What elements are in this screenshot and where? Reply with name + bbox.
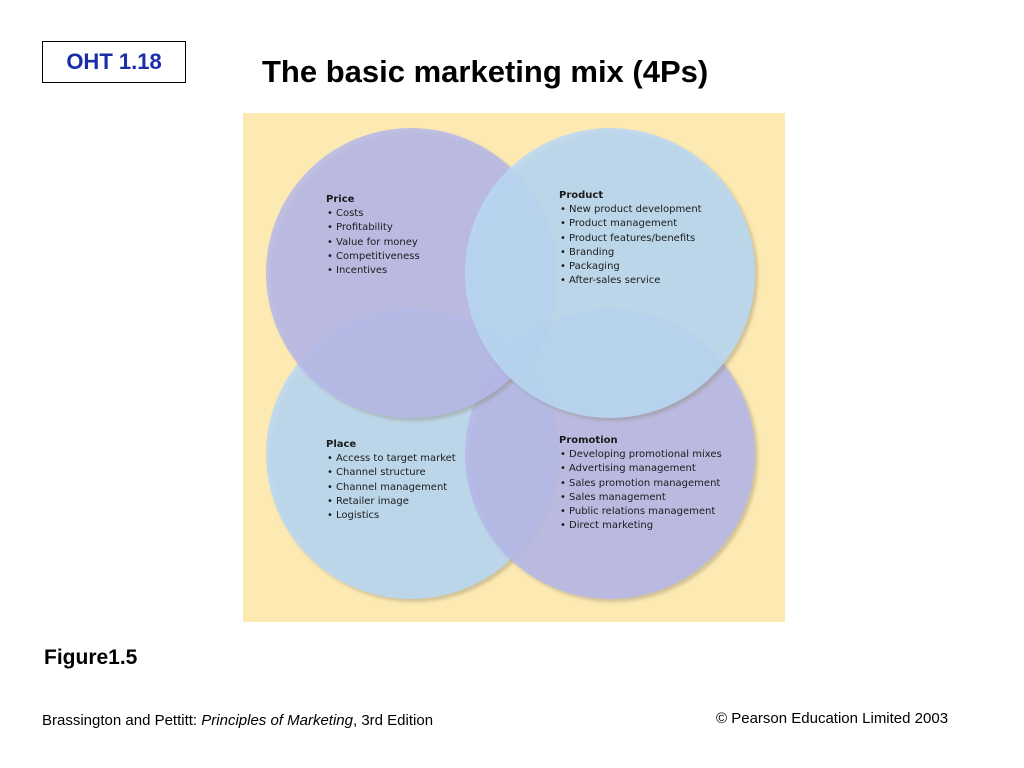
product-item: Branding — [559, 246, 702, 260]
place-text: Place Access to target market Channel st… — [326, 438, 456, 523]
figure-label: Figure1.5 — [44, 646, 138, 669]
product-item: Product management — [559, 217, 702, 231]
place-item: Retailer image — [326, 495, 456, 509]
place-item: Access to target market — [326, 452, 456, 466]
promotion-item: Sales promotion management — [559, 477, 722, 491]
price-item: Profitability — [326, 221, 420, 235]
footer-copyright: © Pearson Education Limited 2003 — [716, 710, 949, 727]
promotion-item: Sales management — [559, 491, 722, 505]
promotion-item: Developing promotional mixes — [559, 448, 722, 462]
promotion-text: Promotion Developing promotional mixes A… — [559, 434, 722, 534]
place-item: Logistics — [326, 509, 456, 523]
promotion-heading: Promotion — [559, 435, 618, 446]
oht-label: OHT 1.18 — [66, 49, 162, 74]
marketing-mix-figure: Price Costs Profitability Value for mone… — [243, 113, 785, 622]
product-item: After-sales service — [559, 274, 702, 288]
promotion-item: Advertising management — [559, 462, 722, 476]
place-item: Channel structure — [326, 466, 456, 480]
promotion-item: Public relations management — [559, 505, 722, 519]
price-item: Value for money — [326, 236, 420, 250]
place-heading: Place — [326, 439, 357, 450]
footer-citation: Brassington and Pettitt: Principles of M… — [42, 711, 433, 731]
citation-book-title: Principles of Marketing — [201, 712, 353, 729]
promotion-list: Developing promotional mixes Advertising… — [559, 448, 722, 533]
product-heading: Product — [559, 190, 604, 201]
slide-title: The basic marketing mix (4Ps) — [262, 54, 709, 89]
place-item: Channel management — [326, 481, 456, 495]
product-list: New product development Product manageme… — [559, 203, 702, 288]
citation-edition: , 3rd Edition — [353, 712, 434, 729]
oht-label-box: OHT 1.18 — [42, 41, 186, 83]
place-list: Access to target market Channel structur… — [326, 452, 456, 523]
price-list: Costs Profitability Value for money Comp… — [326, 207, 420, 278]
promotion-item: Direct marketing — [559, 519, 722, 533]
product-item: New product development — [559, 203, 702, 217]
product-item: Packaging — [559, 260, 702, 274]
price-text: Price Costs Profitability Value for mone… — [326, 193, 420, 278]
price-heading: Price — [326, 194, 355, 205]
product-item: Product features/benefits — [559, 232, 702, 246]
price-item: Costs — [326, 207, 420, 221]
venn-diagram — [266, 128, 755, 599]
price-item: Incentives — [326, 264, 420, 278]
product-text: Product New product development Product … — [559, 189, 702, 289]
price-item: Competitiveness — [326, 250, 420, 264]
citation-authors: Brassington and Pettitt: — [42, 712, 202, 729]
